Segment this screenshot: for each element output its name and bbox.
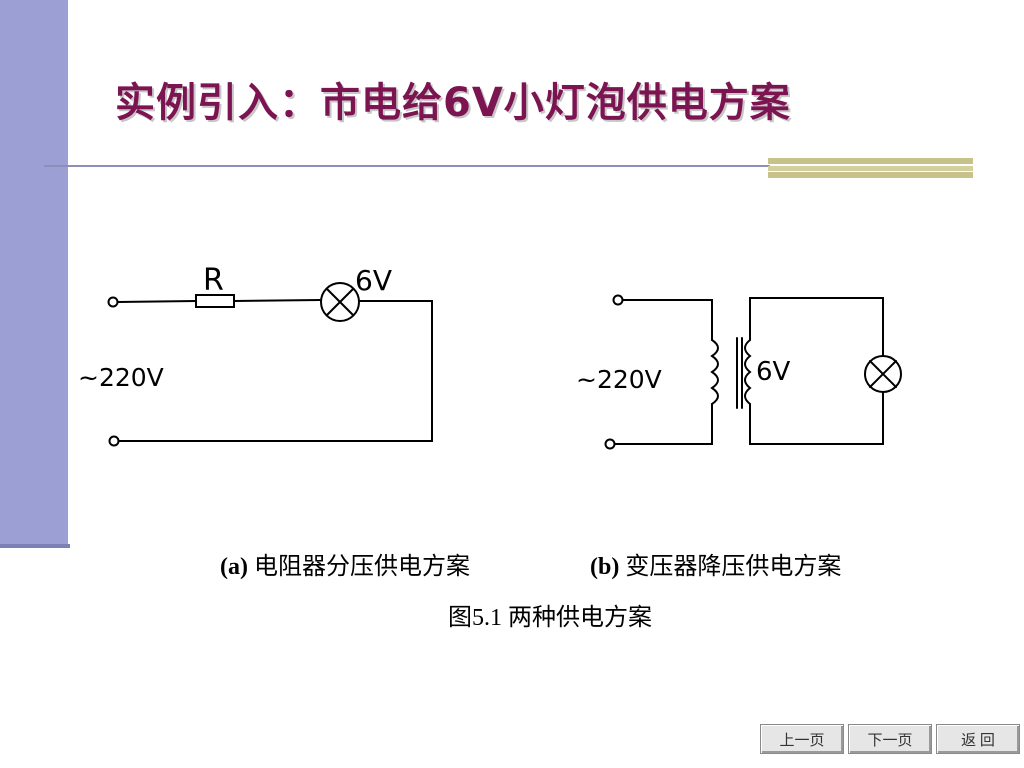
caption-b-text: 变压器降压供电方案: [625, 554, 842, 580]
primary-coil: [710, 339, 719, 405]
diagram-b: [604, 294, 902, 450]
navigation-bar: 上一页 下一页 返 回: [756, 724, 1020, 754]
source-label-a: ~220V: [78, 363, 164, 392]
caption-b-tag: (b): [590, 554, 620, 580]
source-label-b: ~220V: [576, 365, 662, 394]
caption-b: (b) 变压器降压供电方案: [590, 546, 841, 581]
terminal-a-bottom: [108, 435, 120, 447]
left-decorative-bar: [0, 0, 68, 548]
title-rule: [44, 165, 770, 167]
lamp-label-a: 6V: [355, 264, 392, 297]
caption-a: (a) 电阻器分压供电方案: [220, 546, 470, 581]
transformer-core: [736, 337, 743, 409]
slide-title: 实例引入：市电给6V小灯泡供电方案: [115, 80, 791, 126]
figure-caption: 图5.1 两种供电方案: [448, 605, 652, 631]
next-page-button[interactable]: 下一页: [848, 724, 932, 754]
resistor-label: R: [203, 263, 224, 298]
lamp-symbol-a: [320, 282, 360, 322]
back-button[interactable]: 返 回: [936, 724, 1020, 754]
terminal-b-top: [612, 294, 624, 306]
caption-a-tag: (a): [220, 554, 248, 580]
terminal-b-bottom: [604, 438, 616, 450]
title-rule-accent: [768, 158, 973, 178]
left-bar-shadow: [0, 544, 70, 548]
terminal-a-top: [107, 296, 119, 308]
caption-a-text: 电阻器分压供电方案: [253, 554, 470, 580]
prev-page-button[interactable]: 上一页: [760, 724, 844, 754]
diagram-a: [107, 282, 433, 447]
secondary-label-b: 6V: [756, 357, 791, 387]
lamp-symbol-b: [864, 355, 902, 393]
secondary-coil: [744, 339, 752, 405]
